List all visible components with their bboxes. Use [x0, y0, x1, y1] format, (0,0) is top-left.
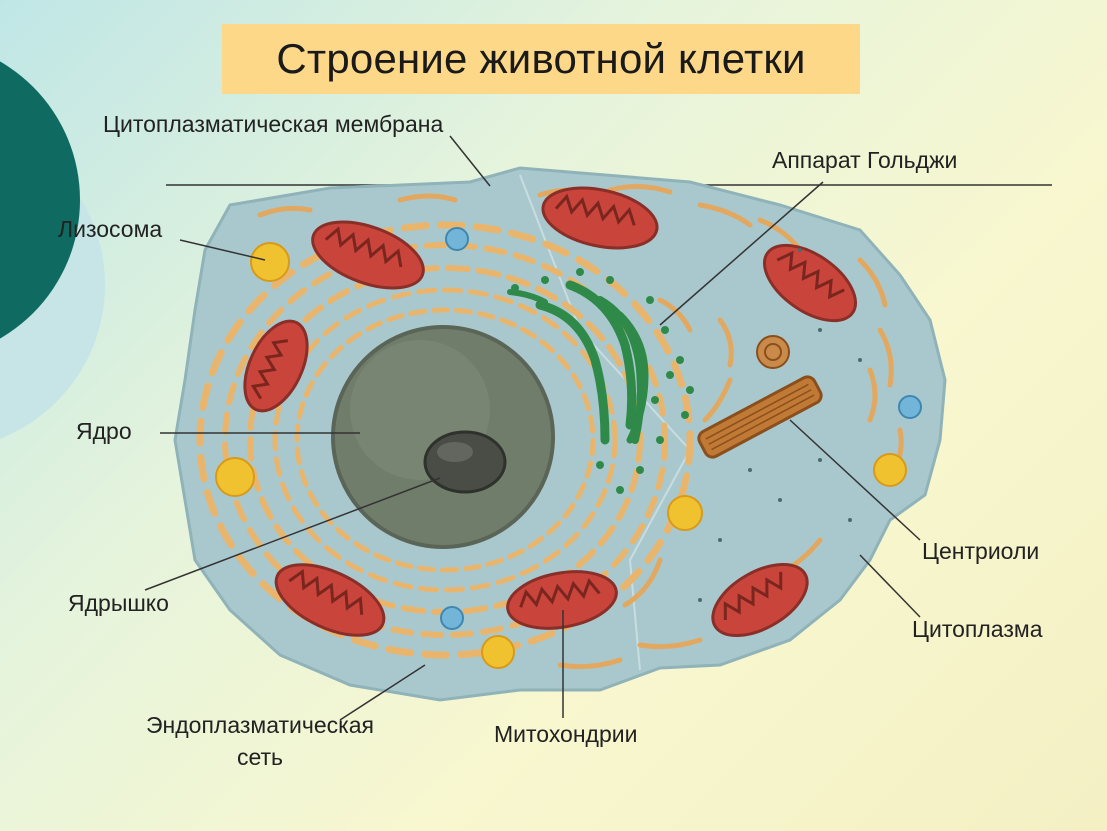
mitochondrion	[274, 563, 386, 637]
leader-membrane	[449, 135, 491, 187]
label-centrioles: Центриоли	[922, 538, 1040, 564]
leader-cytoplasm	[859, 554, 921, 618]
label-lysosome: Лизосома	[58, 216, 163, 242]
mitochondrion	[243, 319, 309, 413]
blue-vesicles	[440, 227, 922, 630]
label-er-line1: Эндоплазматическая	[146, 712, 374, 738]
decor-circle-dark	[0, 61, 80, 339]
label-er-line2: сеть	[236, 743, 284, 770]
nucleolus-highlight	[437, 442, 473, 462]
cell-body	[173, 166, 947, 702]
mitochondrion	[762, 243, 858, 323]
leader-lines	[144, 135, 921, 721]
leader-er	[339, 664, 426, 721]
mitochondrion	[506, 570, 618, 630]
page-title: Строение животной клетки	[276, 35, 806, 82]
golgi-vesicles	[511, 268, 694, 494]
mitochondrion	[711, 562, 809, 638]
cytoplasm-speckles	[698, 248, 862, 602]
lysosomes	[215, 242, 907, 669]
label-mitochondria: Митохондрии	[494, 721, 638, 747]
leader-centrioles	[789, 419, 921, 541]
nucleolus	[423, 430, 507, 494]
label-cytoplasm: Цитоплазма	[912, 616, 1043, 642]
title-box: Строение животной клетки	[222, 24, 860, 94]
label-golgi: Аппарат Гольджи	[772, 147, 958, 173]
label-membrane: Цитоплазматическая мембрана	[103, 111, 444, 137]
mitochondrion	[311, 220, 425, 290]
leader-lysosome	[179, 239, 266, 261]
golgi-apparatus	[507, 280, 649, 445]
leader-golgi	[659, 181, 824, 326]
label-nucleus: Ядро	[76, 418, 132, 444]
mitochondria-group	[243, 186, 858, 638]
centrioles	[697, 335, 823, 459]
label-nucleolus: Ядрышко	[68, 590, 169, 616]
mitochondrion	[541, 186, 659, 250]
label-er: Эндоплазматическая сеть	[110, 712, 410, 771]
leader-nucleolus	[144, 477, 441, 591]
